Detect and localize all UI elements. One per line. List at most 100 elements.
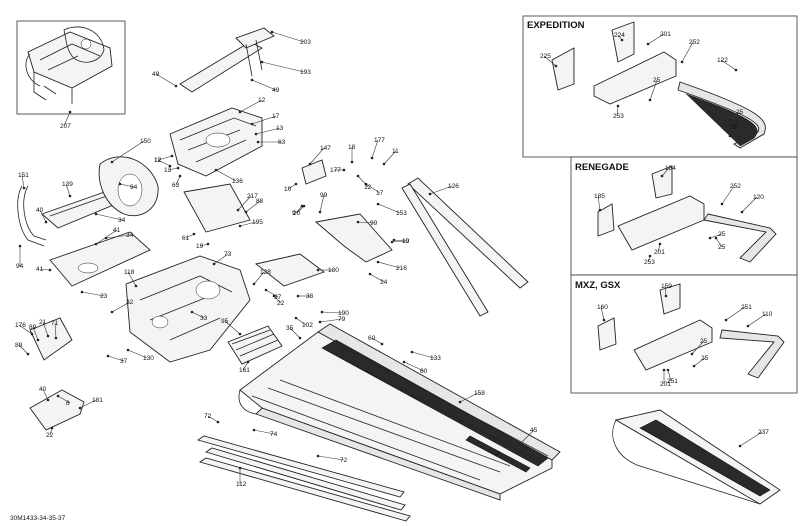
leader-line bbox=[371, 139, 379, 159]
fastener-mark bbox=[30, 332, 34, 336]
callout-35: 35 bbox=[286, 325, 294, 332]
fastener-mark bbox=[18, 244, 22, 248]
leader-line bbox=[255, 127, 281, 135]
fastener-mark bbox=[56, 394, 60, 398]
leader-line bbox=[369, 273, 385, 283]
fastener-mark bbox=[238, 332, 242, 336]
callout-207: 207 bbox=[60, 123, 71, 130]
callout-49: 49 bbox=[272, 87, 280, 94]
leader-line bbox=[54, 322, 57, 339]
fastener-mark bbox=[176, 166, 180, 170]
leader-lines bbox=[18, 30, 767, 484]
callout-45: 45 bbox=[530, 427, 538, 434]
callout-23: 23 bbox=[100, 293, 108, 300]
leader-line bbox=[709, 233, 723, 239]
callout-195: 195 bbox=[252, 219, 263, 226]
leader-line bbox=[105, 234, 131, 239]
callout-252: 252 bbox=[730, 183, 741, 190]
leader-line bbox=[245, 200, 261, 213]
leader-line bbox=[377, 203, 401, 214]
fastener-mark bbox=[598, 208, 602, 212]
callout-12: 12 bbox=[154, 157, 162, 164]
callout-34: 34 bbox=[118, 217, 126, 224]
fastener-mark bbox=[206, 242, 210, 246]
fastener-mark bbox=[648, 254, 652, 258]
leader-line bbox=[403, 361, 425, 372]
callout-49: 49 bbox=[152, 71, 160, 78]
callout-33: 33 bbox=[200, 315, 208, 322]
leader-line bbox=[383, 150, 397, 165]
fastener-mark bbox=[714, 236, 718, 240]
callout-160: 160 bbox=[597, 304, 608, 311]
fastener-mark bbox=[174, 84, 178, 88]
callout-61: 61 bbox=[182, 235, 190, 242]
fastener-mark bbox=[620, 38, 624, 42]
fastener-mark bbox=[244, 210, 248, 214]
callout-11: 11 bbox=[392, 148, 399, 155]
bracket-216 bbox=[314, 213, 393, 263]
fastener-mark bbox=[616, 104, 620, 108]
leader-line bbox=[296, 205, 305, 214]
callout-37: 37 bbox=[120, 358, 128, 365]
fastener-mark bbox=[126, 348, 130, 352]
callout-112: 112 bbox=[236, 481, 247, 488]
callout-159: 159 bbox=[661, 283, 672, 290]
leader-line bbox=[273, 295, 282, 304]
fastener-mark bbox=[94, 212, 98, 216]
fastener-mark bbox=[256, 140, 260, 144]
fastener-mark bbox=[260, 60, 264, 64]
callout-251: 251 bbox=[741, 304, 752, 311]
callout-13: 13 bbox=[276, 125, 284, 132]
callout-94: 94 bbox=[16, 263, 24, 270]
fastener-mark bbox=[664, 294, 668, 298]
leader-line bbox=[207, 415, 219, 423]
fastener-mark bbox=[380, 342, 384, 346]
leader-line bbox=[81, 291, 105, 297]
front-bumper-151 bbox=[17, 185, 47, 247]
leader-line bbox=[429, 185, 453, 195]
leader-line bbox=[371, 337, 383, 345]
callout-224: 224 bbox=[614, 32, 625, 39]
fastener-mark bbox=[270, 30, 274, 34]
callout-79: 79 bbox=[338, 316, 346, 323]
callout-253: 253 bbox=[613, 113, 624, 120]
fastener-mark bbox=[724, 318, 728, 322]
fastener-mark bbox=[554, 64, 558, 68]
leader-line bbox=[295, 317, 307, 326]
shock-tower-150 bbox=[98, 156, 159, 216]
leader-line bbox=[157, 159, 171, 167]
leader-line bbox=[391, 240, 407, 243]
callout-130: 130 bbox=[143, 355, 154, 362]
leader-line bbox=[649, 79, 658, 101]
fastener-mark bbox=[300, 204, 304, 208]
fastener-mark bbox=[170, 154, 174, 158]
bulkhead-upper bbox=[169, 107, 263, 177]
leader-line bbox=[287, 183, 297, 190]
leader-line bbox=[95, 229, 118, 245]
callout-41: 41 bbox=[36, 266, 44, 273]
leader-line bbox=[95, 213, 123, 221]
callout-118: 118 bbox=[124, 269, 135, 276]
fastener-mark bbox=[602, 318, 606, 322]
leader-line bbox=[239, 99, 263, 113]
fastener-mark bbox=[94, 242, 98, 246]
fastener-mark bbox=[110, 160, 114, 164]
box-title-expedition: EXPEDITION bbox=[527, 20, 585, 31]
callout-139: 139 bbox=[62, 181, 73, 188]
fastener-mark bbox=[54, 336, 58, 340]
slide-rails bbox=[196, 435, 411, 522]
callout-37: 37 bbox=[274, 294, 282, 301]
callout-151: 151 bbox=[18, 172, 29, 179]
fastener-mark bbox=[250, 78, 254, 82]
diagram-footer: 30M1433-34-35-37 bbox=[10, 515, 66, 522]
leader-line bbox=[119, 183, 135, 188]
callout-20: 20 bbox=[293, 210, 301, 217]
fastener-mark bbox=[238, 224, 242, 228]
fastener-mark bbox=[272, 294, 276, 298]
leader-line bbox=[251, 79, 277, 91]
callout-147: 147 bbox=[320, 145, 331, 152]
fastener-mark bbox=[46, 398, 50, 402]
fastener-mark bbox=[370, 156, 374, 160]
fastener-mark bbox=[110, 310, 114, 314]
